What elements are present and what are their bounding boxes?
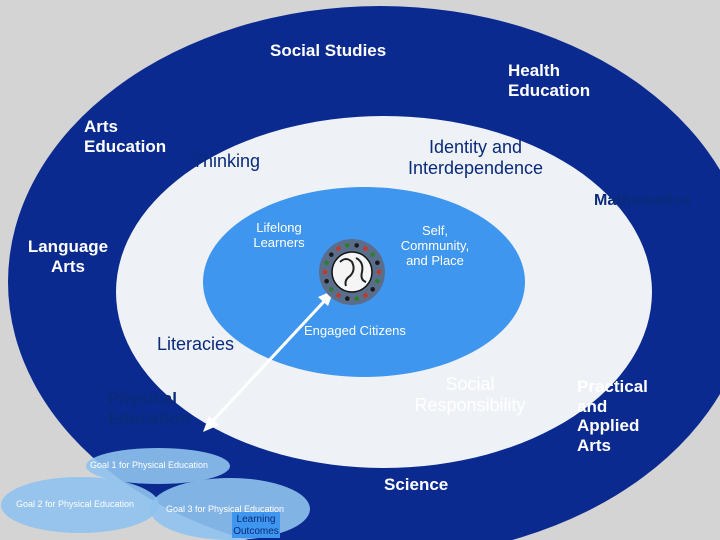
label-learning-outcomes: Learning Outcomes: [233, 514, 279, 537]
label-health-education: Health Education: [508, 61, 591, 100]
label-identity-interdependence: Identity and Interdependence: [407, 137, 544, 178]
goal1-bubble: [86, 448, 230, 484]
label-social-responsibility: Social Responsibility: [414, 374, 526, 415]
label-language-arts: Language Arts: [27, 237, 109, 276]
label-science: Science: [384, 475, 449, 494]
label-physical-education: Physical Education: [108, 389, 191, 428]
label-engaged-citizens: Engaged Citizens: [304, 323, 406, 338]
learning-outcomes-box: [232, 512, 280, 538]
label-self-community-place: Self, Community, and Place: [400, 223, 470, 268]
label-mathematics: Mathematics: [594, 192, 691, 209]
label-goal2: Goal 2 for Physical Education: [16, 499, 135, 509]
label-goal1: Goal 1 for Physical Education: [90, 460, 209, 470]
label-arts-education: Arts Education: [84, 117, 167, 156]
goal2-bubble: [1, 477, 159, 533]
label-practical-applied-arts: Practical and Applied Arts: [577, 377, 648, 455]
label-literacies: Literacies: [157, 334, 235, 354]
label-social-studies: Social Studies: [270, 41, 387, 60]
label-goal3: Goal 3 for Physical Education: [166, 504, 285, 514]
label-thinking: Thinking: [192, 151, 261, 171]
globe-with-people-icon: [319, 239, 385, 305]
label-lifelong-learners: Lifelong Learners: [253, 220, 305, 250]
